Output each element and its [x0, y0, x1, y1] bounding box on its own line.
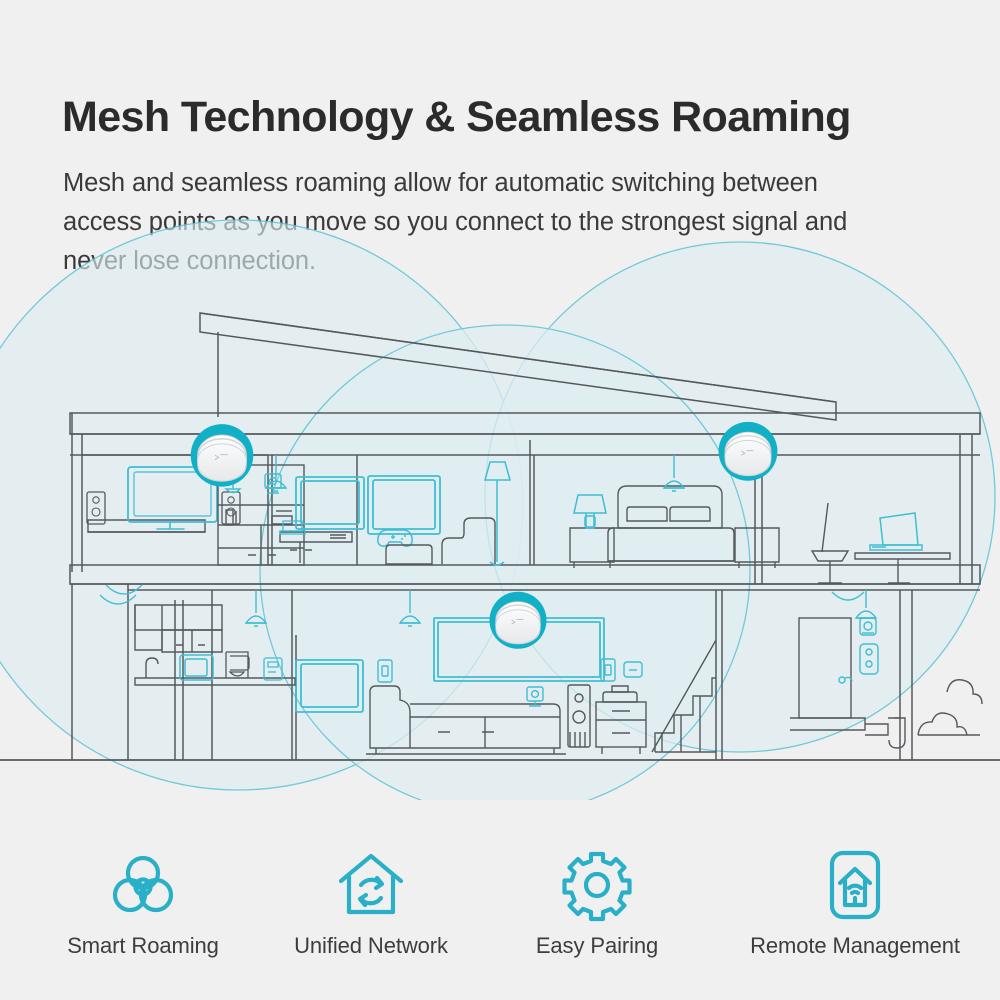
- phone-home-wifi-icon: [730, 845, 980, 925]
- page-title: Mesh Technology & Seamless Roaming: [62, 92, 851, 141]
- mesh-roaming-icon: [38, 845, 248, 925]
- room-kitchen: [99, 594, 296, 686]
- ceiling-arc-detail: [105, 584, 143, 595]
- coverage-circle-center: [259, 324, 751, 800]
- patio-workspace: [810, 502, 951, 584]
- shelf-unit: [217, 464, 305, 566]
- gear-icon: [492, 845, 702, 925]
- room-media: [366, 617, 717, 755]
- feature-list: Smart Roaming Unified Network: [0, 845, 1000, 975]
- upper-center-room: [279, 461, 511, 566]
- center-living-room: [295, 659, 364, 713]
- access-point-bedroom: [718, 421, 778, 482]
- feature-smart-roaming[interactable]: Smart Roaming: [38, 845, 248, 959]
- access-point-living-room: [190, 423, 254, 488]
- house-structure: [0, 312, 1000, 761]
- bedroom: [569, 485, 780, 568]
- house-illustration: [0, 180, 1000, 800]
- house-sync-icon: [266, 845, 476, 925]
- room-entry: [790, 591, 983, 749]
- feature-easy-pairing[interactable]: Easy Pairing: [492, 845, 702, 959]
- page-subtitle: Mesh and seamless roaming allow for auto…: [63, 168, 848, 275]
- feature-label: Unified Network: [294, 933, 448, 958]
- coverage-areas: [0, 219, 996, 800]
- feature-remote-management[interactable]: Remote Management: [730, 845, 980, 959]
- access-point-basement: [488, 591, 548, 650]
- bedside-lamp: [573, 494, 607, 529]
- feature-unified-network[interactable]: Unified Network: [266, 845, 476, 959]
- feature-label: Smart Roaming: [67, 933, 219, 958]
- feature-label: Remote Management: [750, 933, 960, 958]
- feature-label: Easy Pairing: [535, 933, 659, 958]
- room-home-theater: [86, 466, 241, 533]
